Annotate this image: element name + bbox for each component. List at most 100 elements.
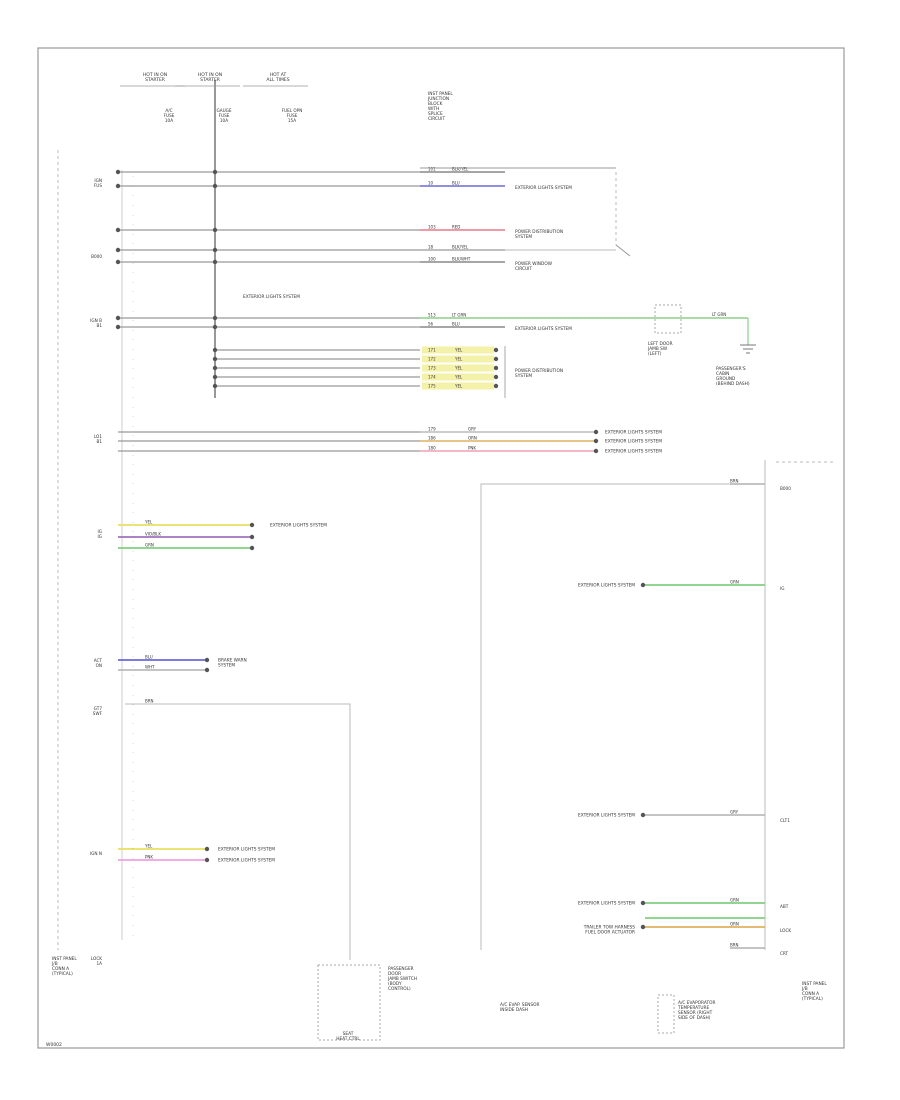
wire-number: 56 bbox=[428, 322, 434, 327]
wire-terminal bbox=[204, 857, 210, 863]
pin-number: · bbox=[132, 175, 133, 179]
wire-number: 100 bbox=[428, 257, 436, 262]
pin-number: · bbox=[132, 530, 133, 534]
pin-number: · bbox=[132, 818, 133, 822]
wire-color: RED bbox=[452, 225, 460, 230]
door-jamb-switch bbox=[654, 304, 682, 334]
pin-number: · bbox=[132, 463, 133, 467]
pin-number: · bbox=[132, 924, 133, 928]
pin-number: · bbox=[132, 732, 133, 736]
splice-dot bbox=[115, 315, 121, 321]
pin-label: ABT bbox=[780, 904, 789, 909]
splice-dot bbox=[212, 315, 218, 321]
pin-number: · bbox=[132, 914, 133, 918]
pin-number: · bbox=[132, 405, 133, 409]
pin-number: · bbox=[132, 549, 133, 553]
pin-number: · bbox=[132, 415, 133, 419]
pin-label: IG bbox=[780, 586, 784, 591]
splice-dot bbox=[212, 169, 218, 175]
junction-block-arrow bbox=[615, 244, 631, 257]
pin-number: · bbox=[132, 636, 133, 640]
pin-number: · bbox=[132, 194, 133, 198]
pin-number: · bbox=[132, 213, 133, 217]
wire-number: 179 bbox=[428, 427, 436, 432]
wire-number: 180 bbox=[428, 446, 436, 451]
wire-terminal bbox=[640, 900, 646, 906]
splice-dot bbox=[212, 347, 218, 353]
pin-number: · bbox=[132, 233, 133, 237]
wire-destination: EXTERIOR LIGHTS SYSTEM bbox=[515, 326, 572, 332]
pin-number: · bbox=[132, 521, 133, 525]
bundle-terminal bbox=[493, 365, 499, 371]
wire-color: BLU bbox=[452, 181, 460, 186]
pin-number: · bbox=[132, 607, 133, 611]
pin-number: · bbox=[132, 444, 133, 448]
left-drop-wire bbox=[125, 703, 351, 960]
bundle-wire-fill bbox=[422, 364, 494, 372]
wire-terminal bbox=[593, 429, 599, 435]
wire-color: ORN bbox=[730, 922, 739, 927]
wire-color: YEL bbox=[144, 844, 153, 849]
pin-number: · bbox=[132, 386, 133, 390]
pin-number: · bbox=[132, 703, 133, 707]
splice-dot bbox=[115, 247, 121, 253]
pin-label: LOCK bbox=[780, 928, 791, 933]
pin-number: · bbox=[132, 511, 133, 515]
pin-number: · bbox=[132, 492, 133, 496]
splice-dot bbox=[115, 169, 121, 175]
splice-dot bbox=[115, 227, 121, 233]
pin-number: · bbox=[132, 252, 133, 256]
pin-number: · bbox=[132, 876, 133, 880]
pin-number: · bbox=[132, 319, 133, 323]
pin-number: · bbox=[132, 357, 133, 361]
pin-number: · bbox=[132, 713, 133, 717]
splice-dot bbox=[212, 365, 218, 371]
wire-destination: EXTERIOR LIGHTS SYSTEM bbox=[605, 439, 662, 445]
pin-number: · bbox=[132, 885, 133, 889]
wire-terminal bbox=[640, 812, 646, 818]
bundle-terminal bbox=[493, 347, 499, 353]
wire-color: GRN bbox=[730, 898, 739, 903]
wire-color: ORN bbox=[468, 436, 477, 441]
pin-number: · bbox=[132, 674, 133, 678]
wire-destination: EXTERIOR LIGHTS SYSTEM bbox=[218, 858, 275, 864]
pin-number: · bbox=[132, 482, 133, 486]
pin-number: · bbox=[132, 857, 133, 861]
wire-terminal bbox=[204, 667, 210, 673]
seat-heat-box bbox=[317, 964, 381, 1041]
pin-label: CRT bbox=[780, 951, 789, 956]
pin-number: · bbox=[132, 569, 133, 573]
splice-dot bbox=[115, 324, 121, 330]
wire-color: LT GRN bbox=[452, 313, 466, 318]
wire-color: BRN bbox=[730, 479, 739, 484]
pin-number: · bbox=[132, 473, 133, 477]
bundle-wire-fill bbox=[422, 346, 494, 354]
splice-dot bbox=[212, 259, 218, 265]
wire-destination: EXTERIOR LIGHTS SYSTEM bbox=[218, 847, 275, 853]
wire-number: 10 bbox=[428, 181, 434, 186]
pin-number: · bbox=[132, 655, 133, 659]
splice-dot bbox=[115, 183, 121, 189]
wire-color: YEL bbox=[454, 375, 463, 380]
pin-number: · bbox=[132, 261, 133, 265]
wire-color: BLU bbox=[452, 322, 460, 327]
wire-destination: EXTERIOR LIGHTS SYSTEM bbox=[605, 430, 662, 436]
right-vertical-link bbox=[480, 483, 730, 950]
wire-destination: EXTERIOR LIGHTS SYSTEM bbox=[578, 901, 635, 907]
wire-color: YEL bbox=[454, 384, 463, 389]
wire-color: YEL bbox=[144, 520, 153, 525]
fuel-door-box bbox=[657, 994, 675, 1034]
